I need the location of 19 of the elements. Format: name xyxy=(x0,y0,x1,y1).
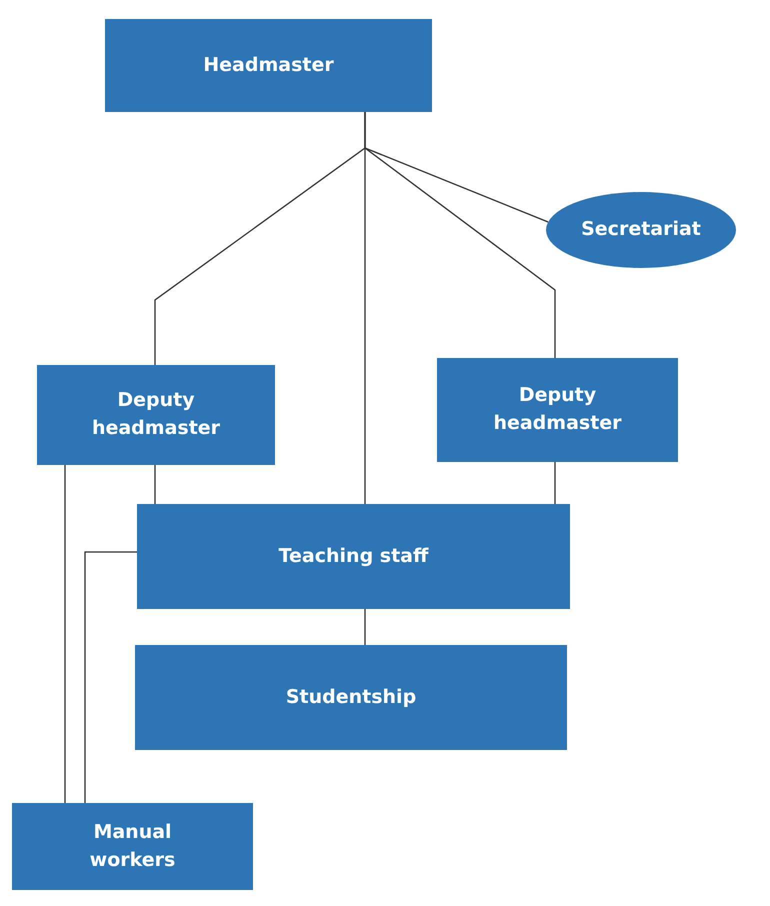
connector-line xyxy=(154,465,156,504)
node-label: Studentship xyxy=(286,684,416,710)
org-box xyxy=(135,645,567,750)
connector-line xyxy=(84,551,137,803)
org-box xyxy=(37,365,275,465)
org-box xyxy=(437,358,678,462)
connector-line xyxy=(364,609,366,645)
node-label: Headmaster xyxy=(203,52,334,78)
org-box xyxy=(137,504,570,609)
node-label: Secretariat xyxy=(581,217,701,242)
node-label: Manual workers xyxy=(88,820,176,872)
connector-line xyxy=(554,462,556,504)
node-label: Teaching staff xyxy=(278,544,428,569)
connector-line xyxy=(364,112,548,223)
connector-line xyxy=(64,465,66,803)
headmaster-box xyxy=(105,19,432,112)
node-label: Deputy headmaster xyxy=(492,383,623,436)
node-label: Deputy headmaster xyxy=(90,388,222,441)
org-box xyxy=(12,803,253,890)
